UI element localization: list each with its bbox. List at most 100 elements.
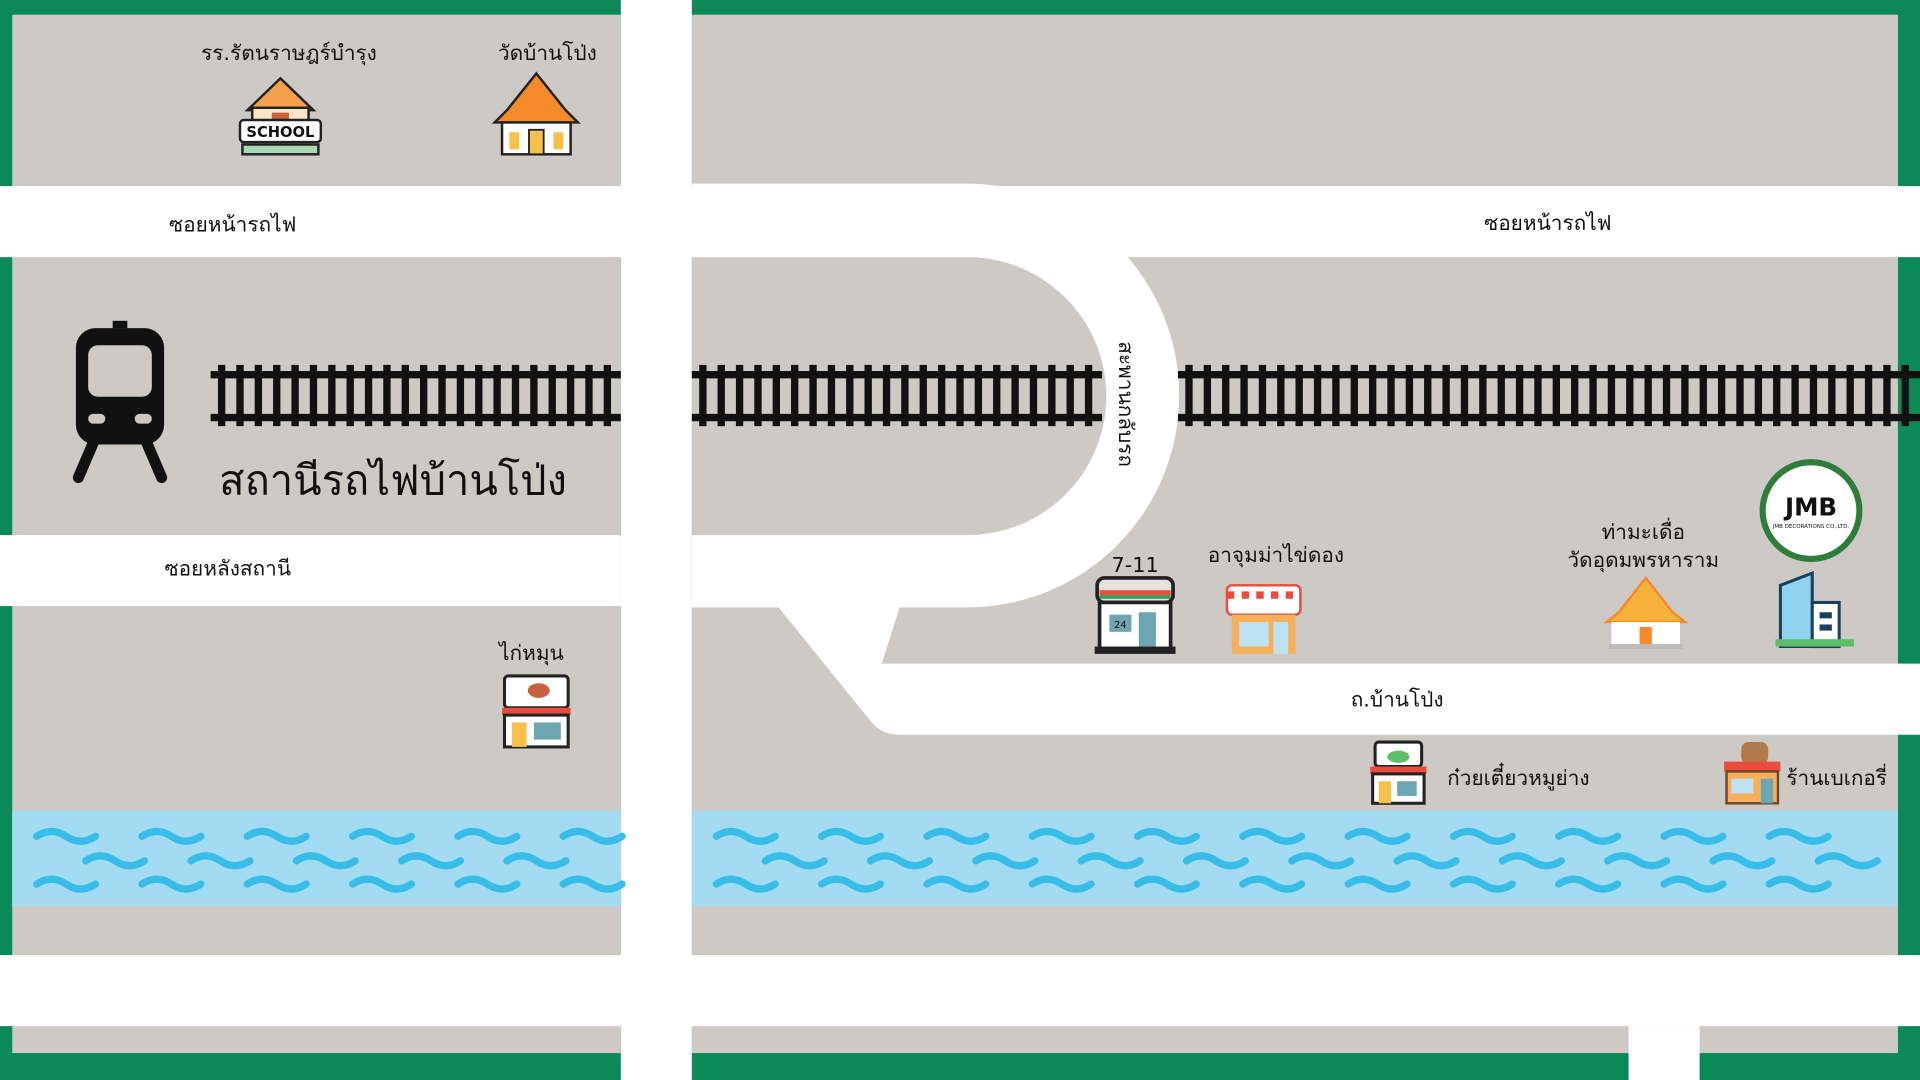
rail-tie	[401, 364, 409, 427]
rail-tie	[291, 364, 299, 427]
river-wave	[1660, 875, 1727, 893]
river-wave	[712, 875, 779, 893]
rail-tie	[1515, 364, 1524, 427]
river-wave	[454, 827, 521, 845]
rail-tie	[383, 364, 391, 427]
rail-tie	[1084, 364, 1093, 427]
rail-tie	[217, 364, 226, 427]
rail-tie	[493, 364, 501, 427]
rail-tie	[1607, 364, 1616, 427]
rail-tie	[1626, 364, 1634, 427]
river-wave	[1555, 827, 1622, 845]
temple-icon	[491, 71, 581, 156]
school-sign-text: SCHOOL	[246, 124, 314, 141]
temple-icon	[1603, 575, 1689, 649]
river-wave	[866, 852, 934, 870]
rail-tie	[1313, 364, 1322, 427]
rail-tie	[475, 364, 483, 427]
rail-tie	[993, 364, 1001, 427]
river-wave	[1555, 875, 1622, 893]
rail-tie	[1534, 364, 1542, 427]
rail-tie	[1240, 364, 1248, 427]
rail-tie	[1387, 364, 1395, 427]
rail-tie	[1552, 364, 1561, 427]
rail-tie	[585, 364, 593, 427]
rail-line	[691, 371, 1103, 379]
rail-tie	[1699, 364, 1707, 427]
rail-line	[210, 371, 621, 379]
river-wave	[138, 827, 205, 845]
railway-track	[210, 364, 1920, 427]
river-wave	[454, 875, 521, 893]
convenience-store-icon: 24	[1094, 576, 1176, 654]
label-7-11: 7-11	[1112, 553, 1159, 577]
rail-tie	[1717, 364, 1726, 427]
rail-tie	[1011, 364, 1019, 427]
train-icon	[72, 320, 168, 484]
river-wave	[1765, 827, 1832, 845]
river-wave	[1028, 827, 1095, 845]
rail-tie	[919, 364, 927, 427]
rail-tie	[364, 364, 373, 427]
river-wave	[397, 852, 465, 870]
rail-tie	[1424, 364, 1432, 427]
river-wave	[1133, 875, 1201, 893]
river-wave	[138, 875, 205, 893]
rail-tie	[548, 364, 556, 427]
rail-tie	[699, 364, 707, 427]
river-wave	[292, 852, 359, 870]
building-icon	[1775, 570, 1854, 649]
river-wave	[1449, 875, 1516, 893]
river-wave	[33, 827, 100, 845]
logo-text: JMB	[1783, 493, 1837, 522]
rail-tie	[1066, 364, 1074, 427]
river-wave	[1660, 827, 1727, 845]
rail-tie	[1809, 364, 1818, 427]
rail-tie	[1258, 364, 1267, 427]
road-vertical-main	[620, 0, 692, 1080]
rail-tie	[717, 364, 725, 427]
river-wave	[1449, 827, 1516, 845]
river-wave	[972, 852, 1039, 870]
river-wave	[503, 852, 570, 870]
river-wave	[559, 875, 626, 893]
road-ban-pong	[777, 606, 1920, 735]
river-wave	[817, 827, 885, 845]
rail-tie	[309, 364, 318, 427]
rail-tie	[772, 364, 781, 427]
river-wave	[1133, 827, 1201, 845]
rail-tie	[328, 364, 336, 427]
river-wave	[33, 875, 100, 893]
rail-tie	[754, 364, 762, 427]
label-temple-ban-pong: วัดบ้านโป่ง	[498, 41, 597, 65]
rail-tie	[1681, 364, 1689, 427]
river-wave	[761, 852, 828, 870]
label-noodle: ก๋วยเตี๋ยวหมูย่าง	[1447, 762, 1589, 791]
label-road-back-station: ซอยหลังสถานี	[164, 557, 291, 581]
river-wave	[1498, 852, 1565, 870]
label-ajumma-shop: อาจุมม่าไข่ดอง	[1208, 543, 1344, 568]
rail-tie	[603, 364, 612, 427]
river-wave	[187, 852, 254, 870]
river-wave	[1344, 827, 1411, 845]
rail-tie	[1754, 364, 1763, 427]
rail-tie	[566, 364, 575, 427]
river-wave	[1239, 875, 1306, 893]
rail-tie	[937, 364, 946, 427]
road-soi-lang-sathani	[0, 535, 621, 607]
rail-tie	[735, 364, 744, 427]
rail-line	[1177, 413, 1920, 422]
rail-tie	[809, 364, 817, 427]
river-wave	[817, 875, 885, 893]
rail-tie	[346, 364, 354, 427]
school-icon: SCHOOL	[238, 76, 323, 156]
rail-line	[210, 413, 621, 422]
rail-tie	[456, 364, 465, 427]
river	[12, 810, 1898, 907]
label-road-ban-pong: ถ.บ้านโป่ง	[1351, 688, 1444, 712]
river-wave	[1182, 852, 1249, 870]
label-chicken: ไก่หมุน	[497, 641, 564, 666]
rail-tie	[1222, 364, 1230, 427]
river-wave	[923, 875, 990, 893]
